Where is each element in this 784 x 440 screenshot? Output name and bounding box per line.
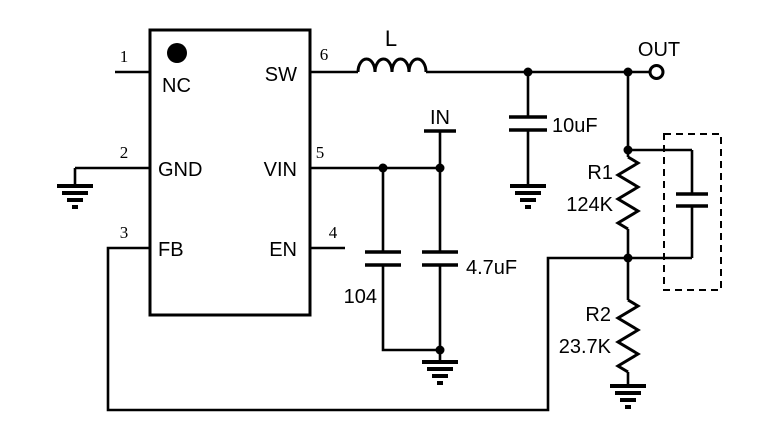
r1-value-label: 124K (566, 194, 613, 216)
feedforward-cap-option (628, 133, 722, 291)
ic-pin-label-nc: NC (162, 75, 191, 97)
ic-pin-label-en: EN (269, 239, 297, 261)
wire-cap104-bottom (381, 265, 440, 352)
ic-pin-label-gnd: GND (158, 159, 202, 181)
input-capacitor-104: 104 (344, 168, 440, 352)
pin-numbers: 1 2 3 6 5 4 (120, 45, 338, 242)
pin-number-3: 3 (120, 223, 129, 242)
pin1-marker-dot (167, 43, 187, 63)
in-terminal-label: IN (430, 107, 450, 129)
ic-pin-label-fb: FB (158, 239, 184, 261)
output-rail: L OUT (310, 26, 680, 80)
cap10-value-label: 10uF (552, 115, 598, 137)
feedback-divider: R1 124K R2 23.7K (559, 72, 648, 409)
ic-pin-label-vin: VIN (264, 159, 297, 181)
resistor-r2-zigzag (615, 298, 641, 374)
out-terminal-label: OUT (638, 39, 680, 61)
pin-number-5: 5 (316, 143, 325, 162)
ground-symbol-input-caps (420, 360, 460, 385)
wire-fb-feedback-loop (106, 246, 628, 412)
cap47-value-label: 4.7uF (466, 257, 517, 279)
r2-value-label: 23.7K (559, 336, 612, 358)
ic-body (148, 28, 312, 317)
ground-symbol-left (55, 184, 95, 209)
resistor-r1-zigzag (615, 155, 641, 231)
vin-input-section: IN (310, 107, 456, 173)
inductor-coil (356, 57, 428, 73)
pin-number-2: 2 (120, 143, 129, 162)
r2-name-label: R2 (585, 304, 611, 326)
out-terminal-circle (648, 64, 665, 80)
cap104-value-label: 104 (344, 286, 377, 308)
r1-name-label: R1 (587, 162, 613, 184)
pin-number-4: 4 (329, 223, 338, 242)
output-capacitor: 10uF (508, 72, 598, 209)
junction-dot (435, 345, 445, 355)
ground-symbol-r2 (608, 384, 648, 409)
pin-number-1: 1 (120, 47, 129, 66)
ic-pin-label-sw: SW (265, 64, 297, 86)
optional-component-dashed-box (663, 133, 722, 291)
ic-block: NC GND FB SW VIN EN (148, 28, 312, 317)
left-pin-wires (55, 70, 628, 412)
input-capacitor-47uf: 4.7uF (420, 168, 517, 385)
ground-symbol-cap10 (508, 184, 548, 209)
pin-number-6: 6 (320, 45, 329, 64)
inductor-label: L (385, 26, 397, 51)
